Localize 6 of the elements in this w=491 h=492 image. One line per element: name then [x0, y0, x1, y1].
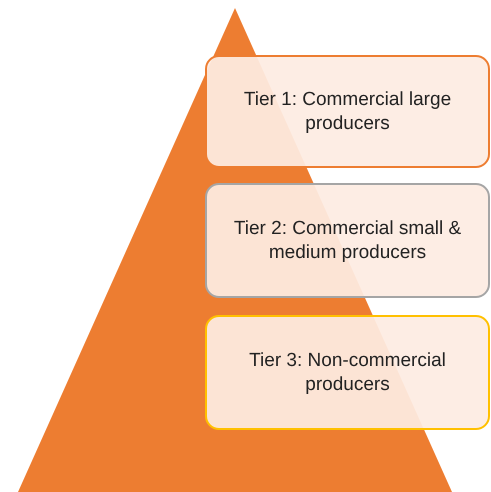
- tier-box: [205, 183, 490, 298]
- tier-box: [205, 315, 490, 430]
- tier-label: Tier 1: Commercial large producers: [242, 88, 452, 136]
- tier-label: Tier 3: Non-commercial producers: [248, 348, 447, 396]
- tier-label: Tier 2: Commercial small & medium producers: [232, 216, 462, 264]
- tier-box: [205, 55, 490, 168]
